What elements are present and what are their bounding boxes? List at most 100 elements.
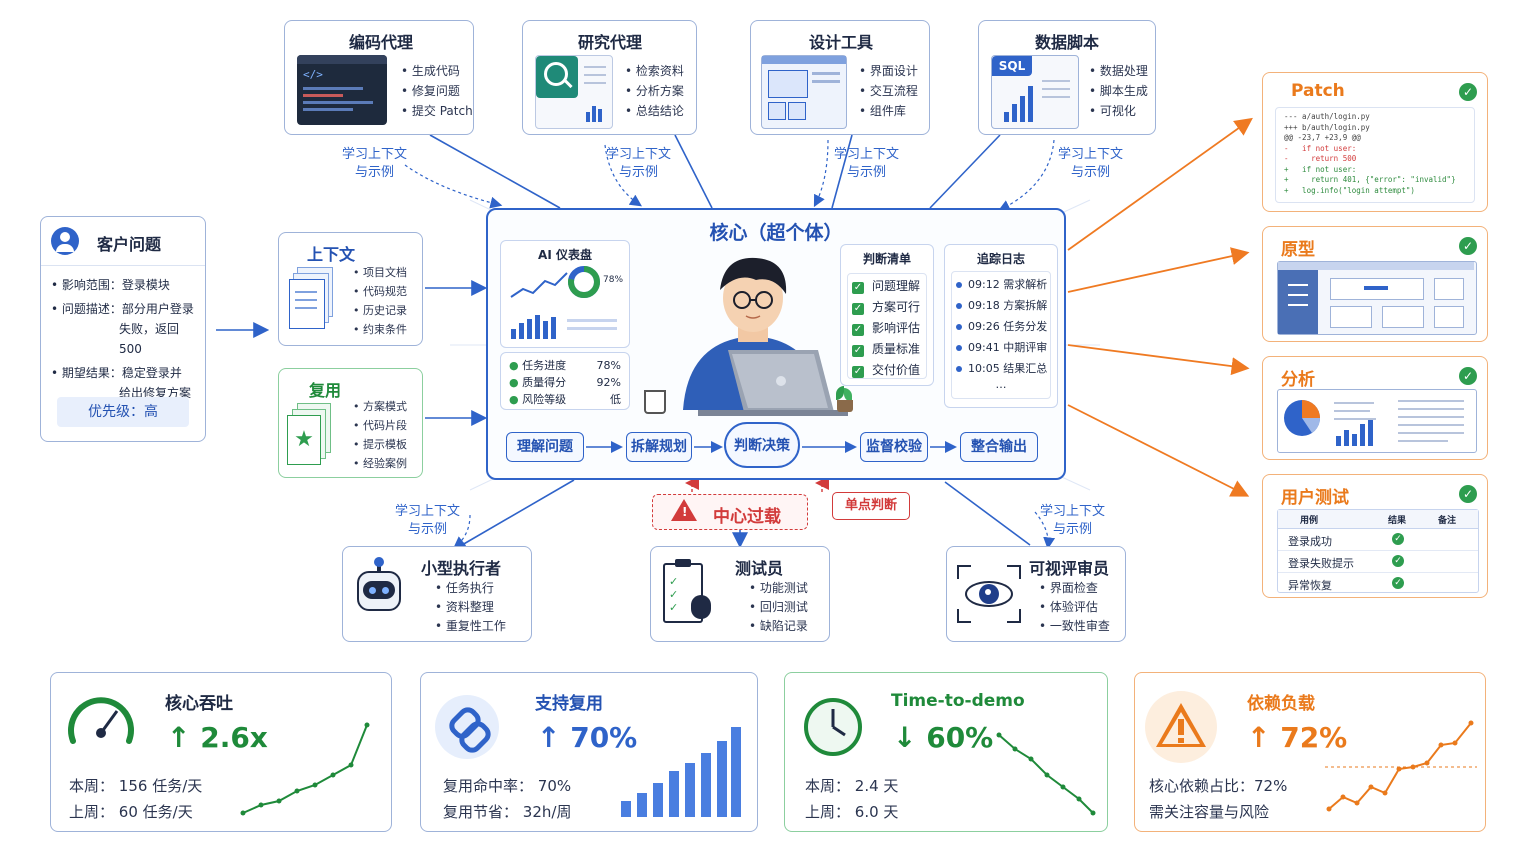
output-prototype[interactable]: 原型 ✓ [1262,226,1488,342]
reuse-bar-chart [621,727,741,817]
log-entry: 09:12 需求解析 [956,274,1047,295]
agent-coding[interactable]: 编码代理 </> 生成代码修复问题提交 Patch [284,20,474,135]
demo-sparkline [996,732,1096,816]
executor-tester-title: 测试员 [735,559,784,578]
edge-label-data: 学习上下文与示例 [1058,147,1124,180]
dependency-value: ↑ 72% [1247,721,1348,754]
dashboard-line-icon [510,272,568,298]
edge-prototype [1067,247,1250,293]
executor-tester-list: 功能测试回归测试缺陷记录 [749,579,808,636]
dependency-sparkline [1325,720,1477,812]
customer-issue-card[interactable]: 客户问题 • 影响范围：登录模块 • 问题描述：部分用户登录 失败，返回 500… [40,216,206,442]
robot-icon [353,557,405,621]
edge-design [831,134,853,209]
star-cards-icon: ★ [287,403,333,469]
customer-details: • 影响范围：登录模块 • 问题描述：部分用户登录 失败，返回 500 • 期望… [51,278,194,400]
edge-patch [1067,117,1253,251]
demo-title: Time-to-demo [891,691,1025,711]
edge-small-dash [453,514,471,549]
overload-label: 中心过载 [713,507,781,527]
throughput-sparkline [240,722,370,816]
agent-design[interactable]: 设计工具 界面设计交互流程组件库 [750,20,930,135]
ai-dashboard: AI 仪表盘 78% [500,240,630,348]
log-entry: 09:26 任务分发 [956,316,1047,337]
patch-title: Patch [1291,81,1345,101]
patch-diff: --- a/auth/login.py+++ b/auth/login.py@@… [1275,107,1475,203]
design-wireframe-icon [761,55,847,129]
edge-label-design: 学习上下文与示例 [834,147,900,180]
reuse-hit-rate: 复用命中率： 70% [443,777,572,795]
eye-icon [957,565,1021,623]
check-icon: ✓ [1459,485,1477,503]
edge-label-research: 学习上下文与示例 [606,147,672,180]
table-row: 登录成功 ✓ [1278,529,1478,551]
executor-small[interactable]: 小型执行者 任务执行资料整理重复性工作 [342,546,532,642]
throughput-value: ↑ 2.6x [167,721,268,754]
stage-decide[interactable]: 判断决策 [724,422,800,468]
sql-badge: SQL [992,56,1032,76]
person-at-laptop-illustration [658,250,848,420]
check-icon: ✓ [1459,367,1477,385]
log-entry: 09:41 中期评审 [956,337,1047,358]
dependency-note: 需关注容量与风险 [1149,803,1270,821]
checklist-item: 交付价值 [852,360,922,381]
checklist-item: 方案可行 [852,297,922,318]
metric-throughput: 核心吞吐 ↑ 2.6x 本周： 156 任务/天 上周： 60 任务/天 [50,672,392,832]
agent-data-title: 数据脚本 [1035,33,1100,52]
trace-log: 追踪日志 09:12 需求解析 09:18 方案拆解 09:26 任务分发 09… [944,244,1058,408]
diff-line: +++ b/auth/login.py [1284,122,1370,132]
agent-research-list: 检索资料分析方案总结结论 [625,61,684,121]
stage-understand[interactable]: 理解问题 [506,432,584,462]
agent-research[interactable]: 研究代理 检索资料分析方案总结结论 [522,20,697,135]
customer-title: 客户问题 [97,235,162,254]
output-patch[interactable]: Patch ✓ --- a/auth/login.py+++ b/auth/lo… [1262,72,1488,212]
log-more: … [995,378,1007,391]
code-editor-icon: </> [297,55,387,125]
analysis-chart [1277,389,1477,453]
output-analysis[interactable]: 分析 ✓ [1262,356,1488,460]
edge-usertest [1067,404,1250,497]
metric-dependency: 依赖负载 ↑ 72% 核心依赖占比：72% 需关注容量与风险 [1134,672,1486,832]
context-card[interactable]: 上下文 项目文档代码规范历史记录约束条件 [278,232,423,346]
check-icon: ✓ [1459,237,1477,255]
executor-tester[interactable]: ✓✓✓ 测试员 功能测试回归测试缺陷记录 [650,546,830,642]
check-icon: ✓ [1392,533,1404,545]
stage-output[interactable]: 整合输出 [960,432,1038,462]
stage-plan[interactable]: 拆解规划 [626,432,692,462]
demo-value: ↓ 60% [893,721,994,754]
edge-data-dash [997,139,1055,212]
reuse-card[interactable]: 复用 ★ 方案模式代码片段提示模板经验案例 [278,368,423,478]
diff-line: --- a/auth/login.py [1284,112,1370,121]
warning-circle-icon [1145,691,1217,763]
checklist-item: 问题理解 [852,276,922,297]
edge-analysis [1067,344,1250,376]
usertest-title: 用户测试 [1281,488,1349,508]
edge-label-coding: 学习上下文与示例 [342,147,408,180]
table-row: 异常恢复 ✓ [1278,573,1478,594]
analysis-title: 分析 [1281,370,1315,390]
reuse-list: 方案模式代码片段提示模板经验案例 [353,397,407,473]
agent-design-title: 设计工具 [809,33,874,52]
diff-line: - return 500 [1284,154,1357,163]
research-doc-icon [535,55,613,129]
diff-line: @@ -23,7 +23,9 @@ [1284,133,1361,142]
edge-research [674,134,713,209]
agent-data[interactable]: 数据脚本 SQL 数据处理脚本生成可视化 [978,20,1156,135]
edge-design-dash [813,139,829,208]
edge-research-dash [604,144,642,207]
judgment-checklist: 判断清单 问题理解 方案可行 影响评估 质量标准 交付价值 [840,244,934,386]
overload-warning: ! 中心过载 [652,494,808,530]
dashboard-title: AI 仪表盘 [538,248,592,262]
executor-small-list: 任务执行资料整理重复性工作 [435,579,506,636]
dashboard-donut [568,266,600,298]
stage-monitor[interactable]: 监督校验 [860,432,928,462]
diff-line: - if not user: [1284,143,1357,153]
executor-reviewer[interactable]: 可视评审员 界面检查体验评估一致性审查 [946,546,1126,642]
executor-reviewer-list: 界面检查体验评估一致性审查 [1039,579,1110,636]
output-user-test[interactable]: 用户测试 ✓ 用例 结果 备注 登录成功 ✓ 登录失败提示 ✓ 异常恢复 ✓ [1262,474,1488,598]
log-title: 追踪日志 [976,252,1025,266]
warning-triangle-icon [671,499,697,521]
prototype-wireframe [1277,261,1477,335]
